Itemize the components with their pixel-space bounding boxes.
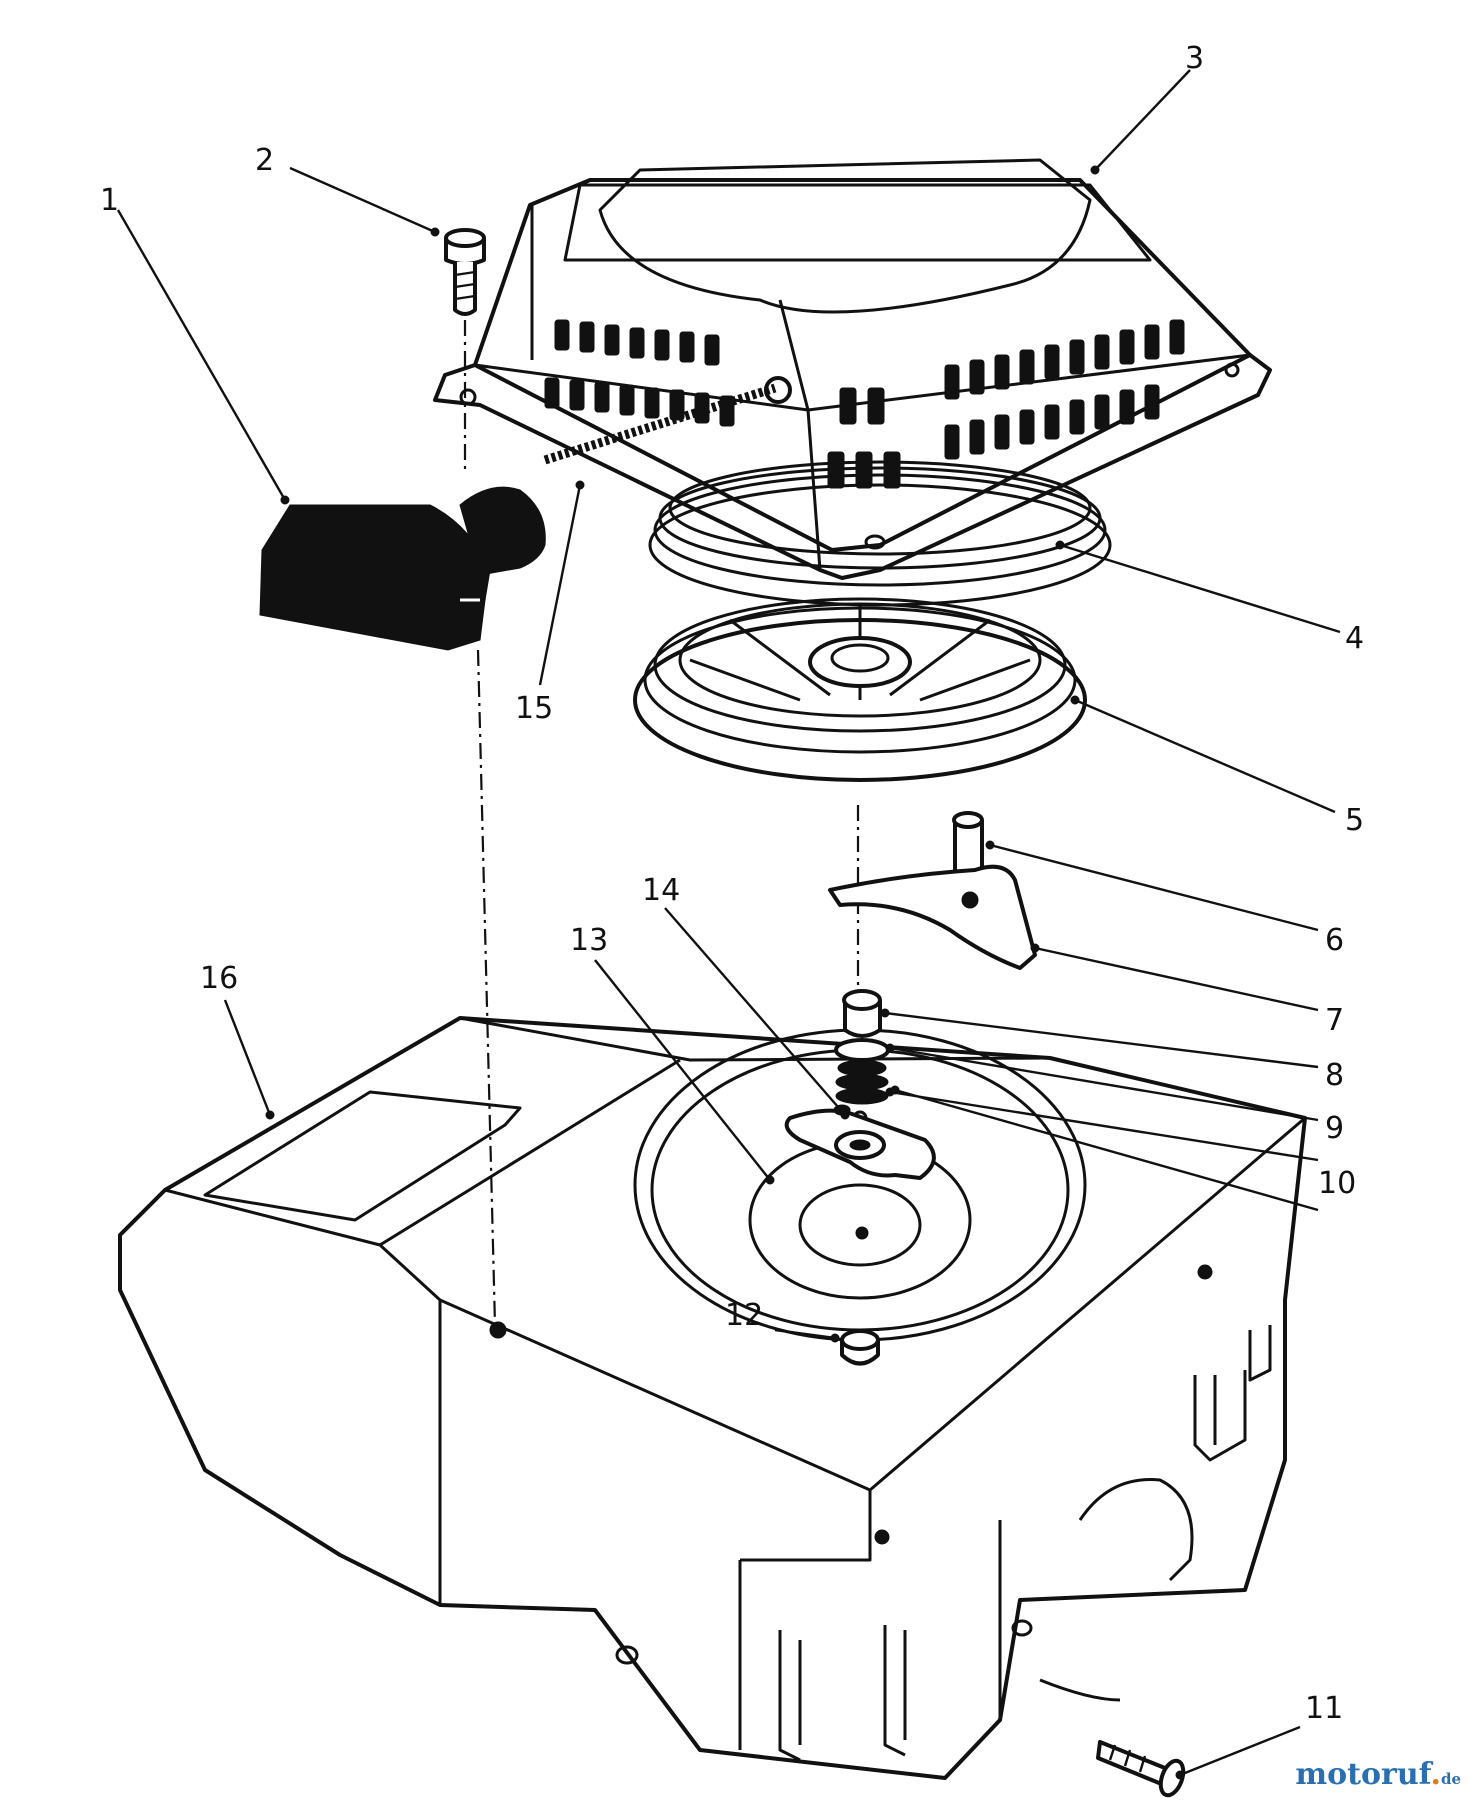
- watermark-logo: motoruf.de: [1295, 1757, 1461, 1792]
- retainer: [842, 989, 882, 1038]
- starter-rope: [543, 383, 777, 465]
- callout-3: 3: [1185, 41, 1204, 76]
- screw-11: [1096, 1740, 1186, 1798]
- starter-handle: [259, 486, 546, 651]
- callout-11: 11: [1305, 1691, 1343, 1726]
- callout-14: 14: [642, 873, 680, 908]
- callout-8: 8: [1325, 1058, 1344, 1093]
- callout-4: 4: [1345, 621, 1364, 656]
- callout-1: 1: [100, 183, 119, 218]
- washer: [834, 1038, 890, 1062]
- callout-13: 13: [570, 923, 608, 958]
- pawl: [828, 864, 1037, 970]
- callout-7: 7: [1325, 1003, 1344, 1038]
- friction-plate: [784, 1104, 936, 1180]
- brake-spring: [835, 1059, 889, 1105]
- callout-16: 16: [200, 961, 238, 996]
- callout-5: 5: [1345, 803, 1364, 838]
- starter-housing: [433, 158, 1272, 580]
- leader-lines: [116, 69, 1341, 1780]
- callout-15: 15: [515, 691, 553, 726]
- pin: [952, 811, 984, 877]
- blower-housing: [118, 1016, 1307, 1780]
- louvers-left: [544, 319, 735, 427]
- callout-2: 2: [255, 143, 274, 178]
- callout-6: 6: [1325, 923, 1344, 958]
- handle-alignment-line: [476, 649, 497, 1326]
- callout-10: 10: [1318, 1166, 1356, 1201]
- callout-9: 9: [1325, 1111, 1344, 1146]
- callout-12: 12: [725, 1298, 763, 1333]
- watermark-brand: motoruf: [1295, 1757, 1431, 1792]
- nut: [840, 1329, 880, 1366]
- callout-numbers: 1 2 3 4 5 6 7 8 9 10 11 12 13 14 15 16: [100, 41, 1364, 1726]
- pulley: [633, 597, 1087, 782]
- screw-2: [444, 228, 486, 316]
- louvers-right: [944, 319, 1185, 460]
- watermark-tld: de: [1440, 1770, 1461, 1788]
